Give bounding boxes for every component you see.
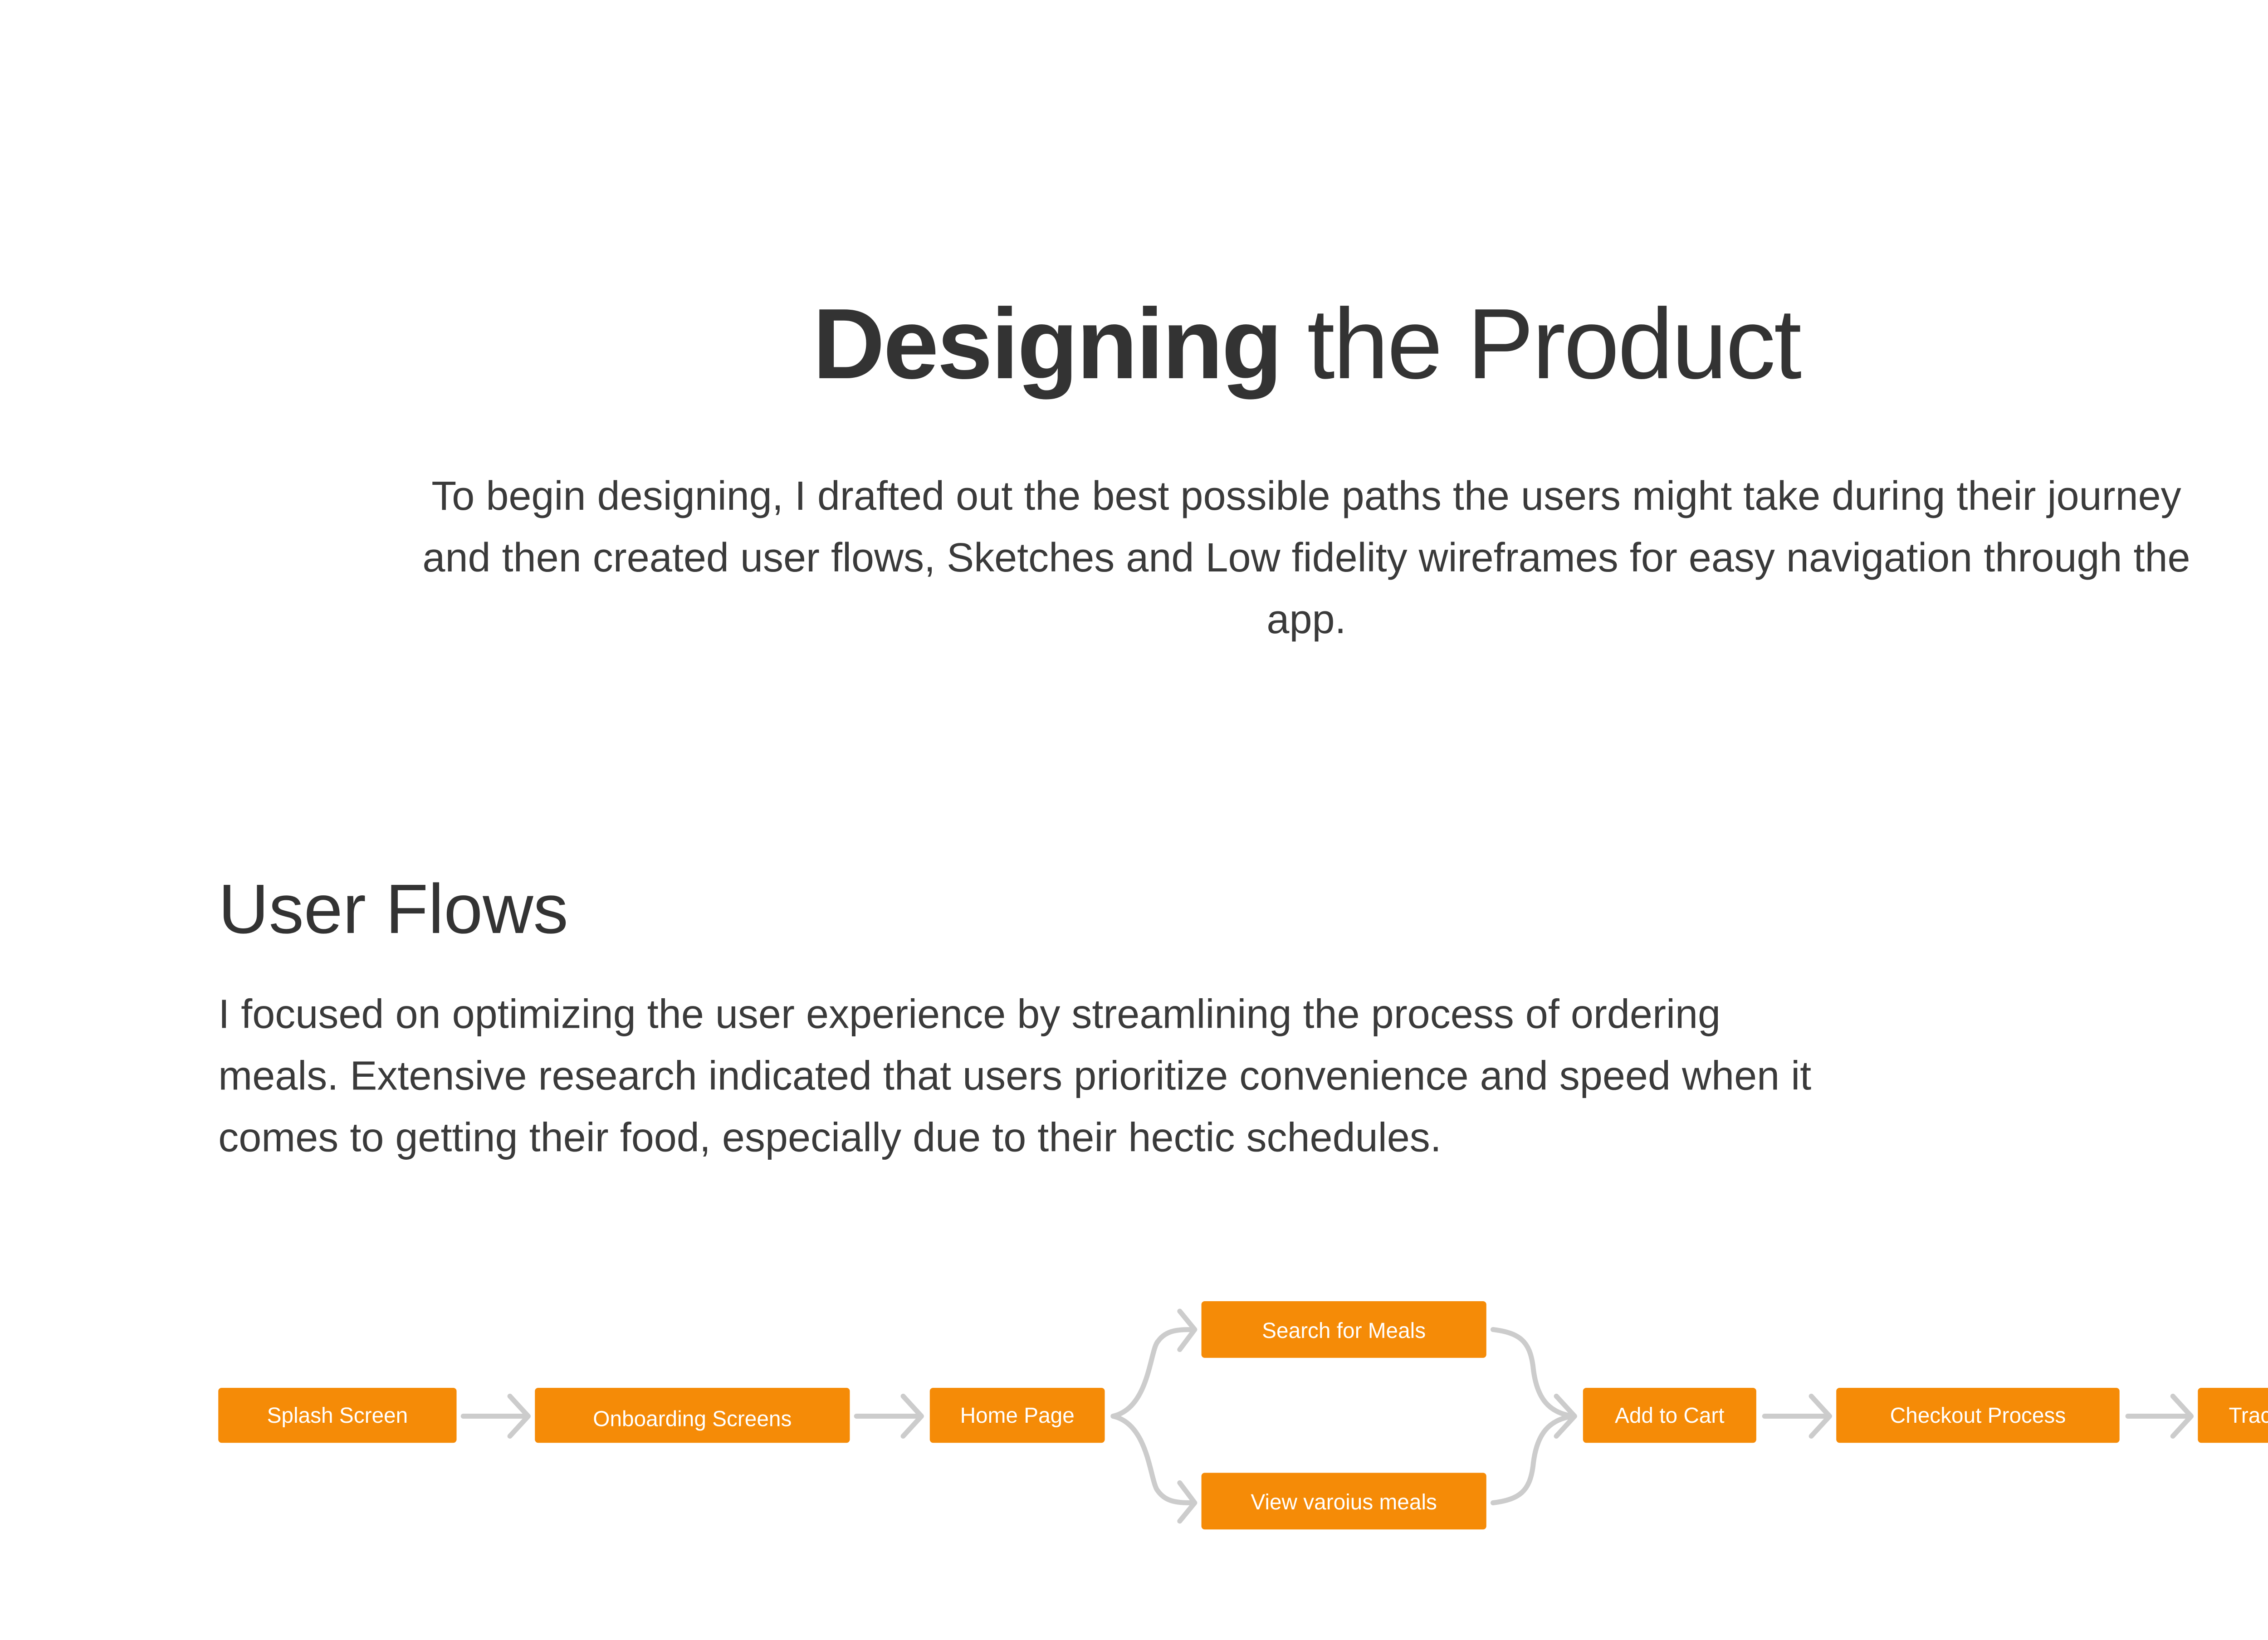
user-flows-paragraph: I focused on optimizing the user experie…: [218, 993, 1812, 1162]
title-bold: Designing: [812, 288, 1283, 400]
flow-node-onboarding-screens: Onboarding Screens: [535, 1388, 850, 1443]
flow-node-track-order: Track Order: [2198, 1388, 2268, 1443]
arrow-view-cart: [1490, 1413, 1576, 1506]
arrow-checkout-track: [2125, 1393, 2194, 1439]
arrow-onboarding-home: [854, 1393, 924, 1439]
arrow-home-search: [1110, 1308, 1198, 1419]
arrow-home-view: [1110, 1413, 1198, 1524]
arrow-cart-checkout: [1762, 1393, 1833, 1439]
intro-paragraph: To begin designing, I drafted out the be…: [422, 474, 2190, 643]
title-rest: the Product: [1307, 288, 1802, 400]
flow-node-search-for-meals: Search for Meals: [1201, 1301, 1486, 1358]
page-title: Designing the Product: [0, 287, 2268, 401]
flow-node-view-various-meals: View varoius meals: [1201, 1473, 1486, 1530]
user-flows-heading: User Flows: [218, 869, 568, 948]
flow-node-home-page: Home Page: [929, 1388, 1105, 1443]
arrow-splash-onboarding: [460, 1393, 531, 1439]
flow-node-splash-screen: Splash Screen: [218, 1388, 457, 1443]
flow-node-add-to-cart: Add to Cart: [1583, 1388, 1756, 1443]
flow-node-checkout-process: Checkout Process: [1836, 1388, 2120, 1443]
